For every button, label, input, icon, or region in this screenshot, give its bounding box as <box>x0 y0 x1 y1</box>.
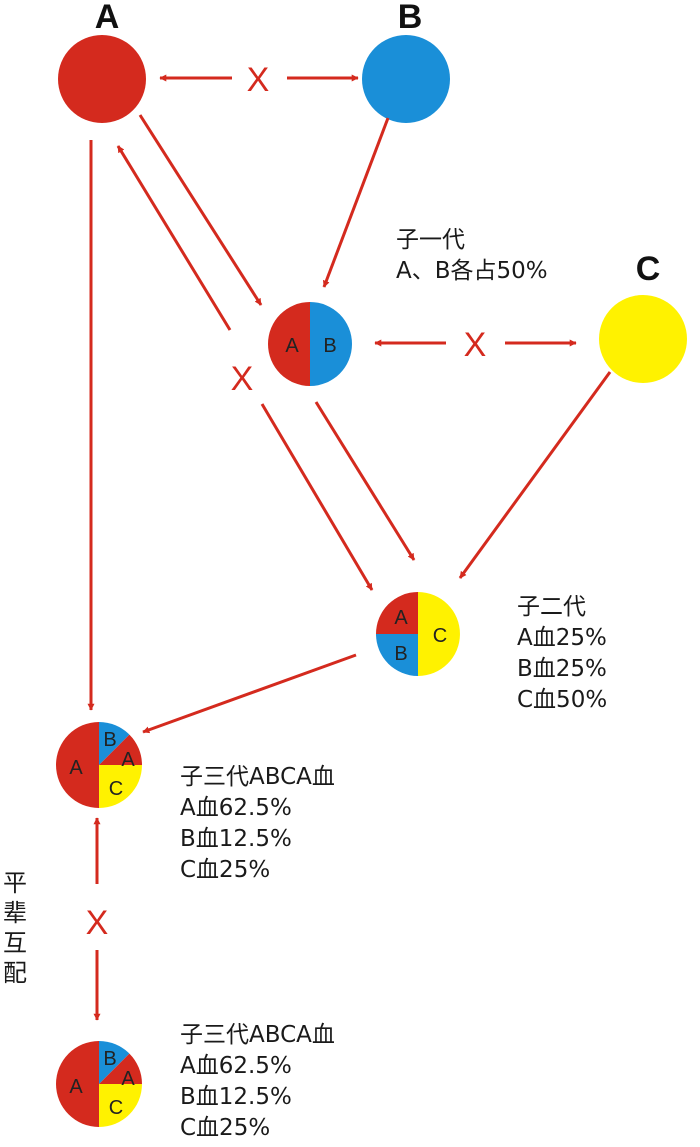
arrow-cross-to-f2 <box>260 403 374 591</box>
arrows <box>87 74 612 1021</box>
f2-seg-c-label: C <box>433 625 447 647</box>
parent-b-circle <box>362 35 450 123</box>
f3b-seg-c-label: C <box>109 1097 123 1119</box>
f3a-seg-a-left-label: A <box>69 757 83 779</box>
f3a-note: 子三代ABCA血 A血62.5% B血12.5% C血25% <box>180 762 335 886</box>
f3a-seg-a-right-label: A <box>121 749 135 771</box>
parent-b-label: B <box>398 0 423 36</box>
arrow-c-to-f2 <box>458 371 612 579</box>
f2-seg-b-label: B <box>394 643 407 665</box>
arrow-f2-to-f3a <box>142 653 357 734</box>
f2-line-c: C血50% <box>517 687 608 713</box>
parent-a-label: A <box>95 0 120 36</box>
f1-title: 子一代 <box>396 227 465 253</box>
f3a-circle: A B A C <box>56 722 142 808</box>
parent-a-circle <box>58 35 146 123</box>
f2-title: 子二代 <box>517 594 586 620</box>
f3a-title: 子三代ABCA血 <box>180 764 335 790</box>
f3b-seg-b-label: B <box>103 1048 116 1070</box>
arrow-a-to-f1 <box>138 114 263 306</box>
f3b-seg-a-right-label: A <box>121 1068 135 1090</box>
f2-seg-a-label: A <box>394 607 408 629</box>
f3a-seg-c-label: C <box>109 778 123 800</box>
f3b-note: 子三代ABCA血 A血62.5% B血12.5% C血25% <box>180 1020 335 1144</box>
f3b-line-b: B血12.5% <box>180 1084 292 1110</box>
f1-desc: A、B各占50% <box>396 258 548 284</box>
arrow-f1-to-a-upper <box>116 145 232 331</box>
f1-note: 子一代 A、B各占50% <box>396 225 548 287</box>
f1-seg-a-label: A <box>285 335 299 357</box>
f3b-title: 子三代ABCA血 <box>180 1022 335 1048</box>
f3a-line-a: A血62.5% <box>180 795 292 821</box>
f3b-circle: A B A C <box>56 1041 142 1127</box>
f3b-seg-a-left-label: A <box>69 1076 83 1098</box>
f3b-line-c: C血25% <box>180 1115 271 1141</box>
f3a-line-b: B血12.5% <box>180 826 292 852</box>
parent-c-circle <box>599 295 687 383</box>
f2-line-a: A血25% <box>517 625 607 651</box>
side-note-vertical: 平辈互配 <box>3 869 27 987</box>
cross-mark-f1-a: X <box>231 360 254 398</box>
arrow-f1-to-f2 <box>314 401 416 561</box>
arrow-b-to-f1 <box>322 117 390 288</box>
f2-note: 子二代 A血25% B血25% C血50% <box>517 592 607 716</box>
cross-mark-f3: X <box>86 904 109 942</box>
f3b-line-a: A血62.5% <box>180 1053 292 1079</box>
cross-mark-f1-c: X <box>464 326 487 364</box>
f2-circle: A B C <box>376 592 460 676</box>
f3a-seg-b-label: B <box>103 729 116 751</box>
f1-circle: A B <box>268 302 352 386</box>
f3a-line-c: C血25% <box>180 857 271 883</box>
parent-c-label: C <box>636 250 661 288</box>
f2-line-b: B血25% <box>517 656 607 682</box>
cross-mark-ab: X <box>247 61 270 99</box>
f1-seg-b-label: B <box>323 335 336 357</box>
